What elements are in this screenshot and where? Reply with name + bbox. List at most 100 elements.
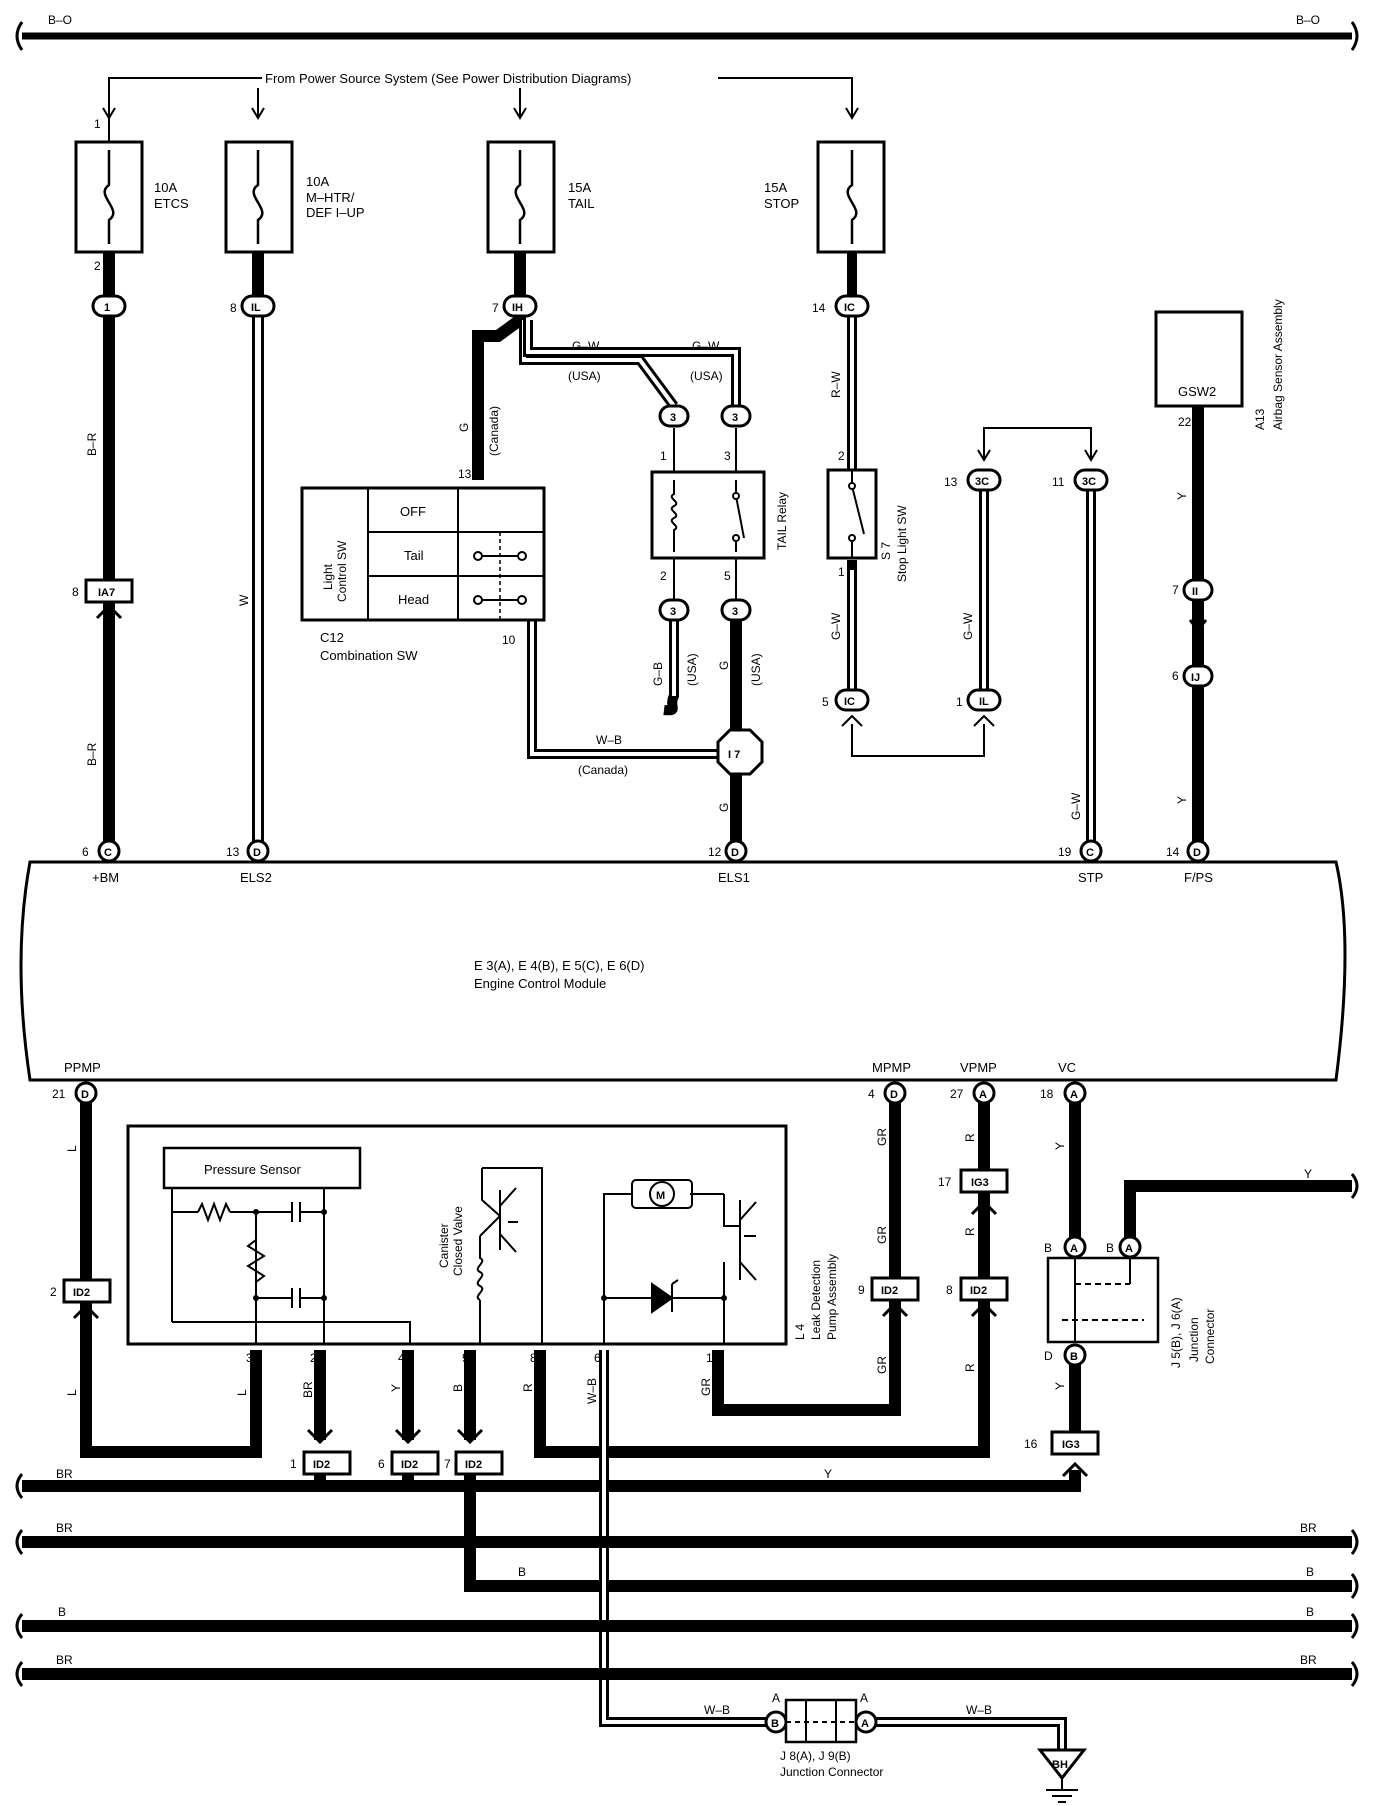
conn-il-b-id: IL (979, 696, 989, 708)
bus-label-left: B–O (48, 13, 72, 27)
fuse-tail-rating: 15A (568, 180, 591, 195)
conn-il-a-id: IL (251, 302, 261, 314)
ecm-term-stp-name: STP (1078, 870, 1103, 885)
conn-ia7: 8 IA7 (72, 578, 134, 620)
airbag-name: Airbag Sensor Assembly (1271, 299, 1285, 430)
bus-br-3-left: BR (56, 1653, 73, 1667)
ecm-term-mpmp-pin: 4 (868, 1087, 875, 1101)
combo-sw-pin-top: 13 (458, 467, 472, 481)
wire-gr-3: GR (875, 1226, 889, 1244)
ecm-term-els1-name: ELS1 (718, 870, 750, 885)
ecm-term-els2-conn: D (253, 847, 261, 859)
conn-id2-mpmp-pin: 9 (858, 1283, 865, 1297)
airbag-terminal: GSW2 (1178, 384, 1216, 399)
bus-b-mid-label: B (518, 1565, 526, 1579)
bus-label-right: B–O (1296, 13, 1320, 27)
conn-il-b-pin: 1 (956, 695, 963, 709)
j5-label-d: D (1044, 1349, 1053, 1363)
conn-ic-b: 5 IC (822, 688, 870, 727)
conn-id2-ppmp-pin: 2 (50, 1285, 57, 1299)
junction-connector-j5: B A B A D B J 5(B), J 6(A) Junction Conn… (1044, 1235, 1217, 1368)
conn-id2-ppmp: 2 ID2 (50, 1278, 112, 1320)
top-bus: B–O B–O (15, 13, 1359, 51)
wire-usa-2: (USA) (690, 369, 723, 383)
ecm-terminal-els2: 13 D ELS2 (226, 839, 272, 885)
bus-br-1-left: BR (56, 1467, 73, 1481)
combo-sw-tail: Tail (404, 548, 424, 563)
wire-usa-4: (USA) (749, 653, 763, 686)
pump-pin-8: 8 (530, 1351, 537, 1365)
wire-rw: R–W (829, 371, 843, 398)
ecm-term-vpmp-conn: A (979, 1089, 987, 1101)
wire-br-2: B–R (85, 742, 99, 766)
ecm-terminal-stp: 19 C STP (1058, 839, 1103, 885)
s7-ref: S 7 (879, 542, 893, 560)
conn-id2-br-pin: 1 (290, 1457, 297, 1471)
conn-ii-id: II (1192, 586, 1198, 598)
junction-connector-j8: A A B A J 8(A), J 9(B) Junction Connecto… (764, 1691, 883, 1779)
pressure-sensor-label: Pressure Sensor (204, 1162, 301, 1177)
ecm-term-vpmp-pin: 27 (950, 1087, 964, 1101)
ground-bh: BH (1036, 1748, 1088, 1803)
conn-3c-b-pin: 11 (1052, 475, 1065, 489)
s7-pin-bottom: 1 (838, 565, 845, 579)
conn-etcs-1: 1 (91, 294, 127, 318)
combo-sw-name: Combination SW (320, 648, 418, 663)
wire-y-4: Y (1053, 1142, 1067, 1150)
wire-gw-3: G–W (1069, 792, 1083, 820)
bottom-buses (15, 1173, 1359, 1687)
relay-conn-5: 3 (732, 606, 738, 618)
airbag-ref: A13 (1253, 408, 1267, 430)
wire-g-3: G (717, 803, 731, 812)
bus-br-3-right: BR (1300, 1653, 1317, 1667)
relay-pin-1: 1 (660, 449, 667, 463)
j8-label-a2: A (860, 1691, 868, 1705)
wires-bottom (22, 1094, 1352, 1750)
j5-name-line2: Connector (1203, 1309, 1217, 1364)
j8-ref: J 8(A), J 9(B) (780, 1749, 851, 1763)
bus-y-label: Y (824, 1467, 832, 1481)
ecm-name: Engine Control Module (474, 976, 606, 991)
conn-id2-vpmp-id: ID2 (970, 1285, 987, 1297)
bus-b-2-left: B (58, 1605, 66, 1619)
conn-ig3-bottom-id: IG3 (1062, 1439, 1080, 1451)
ecm-terminal-vc: 18 A (1040, 1081, 1087, 1105)
wire-canada-1: (Canada) (487, 406, 501, 456)
wire-usa-1: (USA) (568, 369, 601, 383)
bus-b-1-right: B (1306, 1565, 1314, 1579)
bus-b-2-right: B (1306, 1605, 1314, 1619)
wire-br-3: BR (301, 1381, 315, 1398)
wire-gw-1: G–W (829, 612, 843, 640)
pump-pin-9: 9 (462, 1351, 469, 1365)
ecm-refs: E 3(A), E 4(B), E 5(C), E 6(D) (474, 958, 644, 973)
wire-r-1: R (521, 1383, 535, 1392)
j5-label-a1: A (1070, 1243, 1078, 1255)
fuse-etcs-rating: 10A (154, 180, 177, 195)
wire-y-2: Y (1175, 796, 1189, 804)
conn-3c-a-pin: 13 (944, 475, 958, 489)
conn-ic-b-pin: 5 (822, 695, 829, 709)
ecm-term-vpmp-name: VPMP (960, 1060, 997, 1075)
conn-ig3-bottom-pin: 16 (1024, 1437, 1038, 1451)
pump-name-line2: Pump Assembly (825, 1254, 839, 1340)
wire-g-1: G (457, 423, 471, 432)
ecm-term-stp-conn: C (1086, 847, 1094, 859)
ecm-term-fps-pin: 14 (1166, 845, 1180, 859)
wire-y-1: Y (1175, 492, 1189, 500)
conn-3c-a: 13 3C (944, 468, 1002, 492)
ecm-term-bm-name: +BM (92, 870, 119, 885)
ecm-term-fps-name: F/PS (1184, 870, 1213, 885)
pump-name-line1: Leak Detection (809, 1260, 823, 1340)
bus-y-right-label: Y (1304, 1167, 1312, 1181)
fuse-m-htr: 10A M–HTR/ DEF I–UP (224, 140, 365, 254)
ecm-term-vc-name: VC (1058, 1060, 1076, 1075)
fuse-tail-name: TAIL (568, 196, 595, 211)
conn-etcs-1-id: 1 (104, 302, 110, 314)
j5-label-b1: B (1044, 1241, 1052, 1255)
conn-ia7-id: IA7 (98, 587, 115, 599)
conn-id2-b-pin: 7 (444, 1457, 451, 1471)
conn-id2-ppmp-id: ID2 (73, 1287, 90, 1299)
conn-il-a: 8 IL (230, 294, 276, 318)
ecm-terminal-mpmp: 4 D (868, 1081, 907, 1105)
